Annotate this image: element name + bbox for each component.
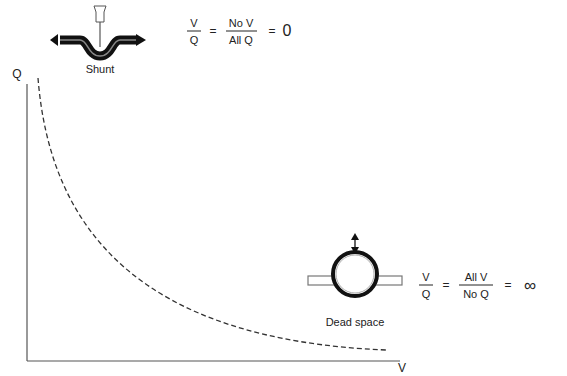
fraction-bar <box>226 31 257 32</box>
fraction-denominator: All Q <box>229 35 253 46</box>
axis-label: Q <box>12 68 21 80</box>
equals-sign: = <box>209 25 216 37</box>
fraction-numerator: All V <box>465 272 488 283</box>
dead-space-icon <box>308 233 402 296</box>
shunt-icon <box>50 6 146 56</box>
axis-label: V <box>398 362 406 374</box>
fraction-numerator: V <box>190 18 197 29</box>
icon-label: Shunt <box>86 64 115 75</box>
ratio-value: 0 <box>283 23 292 39</box>
x-axis <box>27 360 400 361</box>
equals-sign: = <box>504 279 511 291</box>
fraction-bar <box>419 285 433 286</box>
fraction-denominator: Q <box>190 35 199 46</box>
fraction-denominator: No Q <box>463 289 489 300</box>
fraction-bar <box>459 285 493 286</box>
fraction-numerator: V <box>422 272 429 283</box>
icon-label: Dead space <box>326 317 385 328</box>
vq-curve <box>38 78 386 350</box>
fraction-bar <box>187 31 201 32</box>
ratio-value: ∞ <box>524 277 536 294</box>
fraction-denominator: Q <box>422 289 431 300</box>
fraction-numerator: No V <box>229 18 253 29</box>
equals-sign: = <box>268 25 275 37</box>
equals-sign: = <box>442 279 449 291</box>
y-axis <box>26 84 27 361</box>
